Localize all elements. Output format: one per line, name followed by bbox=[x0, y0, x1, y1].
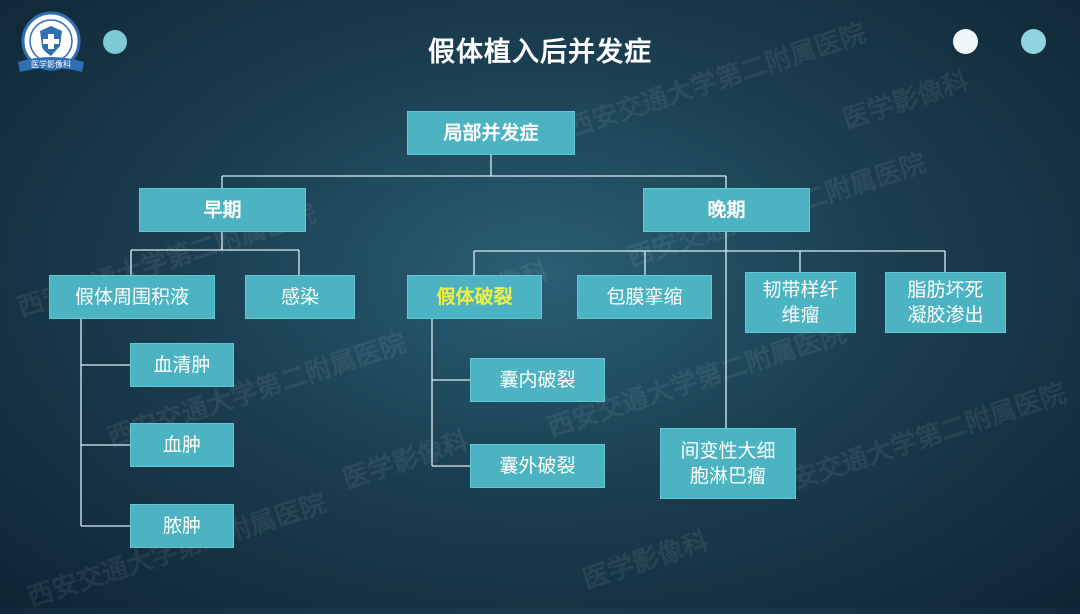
seroma-node: 血清肿 bbox=[130, 343, 234, 387]
fat-necrosis-line2: 凝胶渗出 bbox=[907, 303, 984, 326]
contracture-node: 包膜挛缩 bbox=[577, 275, 712, 319]
late-node: 晚期 bbox=[643, 188, 810, 232]
lymphoma-line2: 胞淋巴瘤 bbox=[689, 464, 766, 487]
fat-necrosis-node: 脂肪坏死 凝胶渗出 bbox=[885, 272, 1006, 333]
desmoid-node: 韧带样纤 维瘤 bbox=[745, 272, 856, 333]
logo-emblem-icon bbox=[18, 11, 84, 72]
lymphoma-node: 间变性大细 胞淋巴瘤 bbox=[660, 428, 796, 499]
decorative-dot bbox=[1021, 29, 1046, 54]
rupture-node: 假体破裂 bbox=[407, 275, 542, 319]
intracapsular-rupture-node: 囊内破裂 bbox=[470, 358, 605, 402]
decorative-dot bbox=[103, 30, 127, 54]
fat-necrosis-line1: 脂肪坏死 bbox=[907, 278, 984, 301]
decorative-dot bbox=[953, 29, 978, 54]
extracapsular-rupture-node: 囊外破裂 bbox=[470, 444, 605, 488]
lymphoma-line1: 间变性大细 bbox=[680, 439, 776, 462]
fluid-node: 假体周围积液 bbox=[49, 275, 215, 319]
hematoma-node: 血肿 bbox=[130, 423, 234, 467]
hospital-logo: 医学影像科 bbox=[12, 8, 90, 80]
page-title: 假体植入后并发症 bbox=[428, 37, 652, 68]
desmoid-line2: 维瘤 bbox=[781, 303, 820, 326]
desmoid-line1: 韧带样纤 bbox=[762, 278, 839, 301]
root-node: 局部并发症 bbox=[407, 111, 575, 155]
logo-text: 医学影像科 bbox=[31, 60, 71, 69]
abscess-node: 脓肿 bbox=[130, 504, 234, 548]
early-node: 早期 bbox=[139, 188, 306, 232]
infection-node: 感染 bbox=[245, 275, 355, 319]
